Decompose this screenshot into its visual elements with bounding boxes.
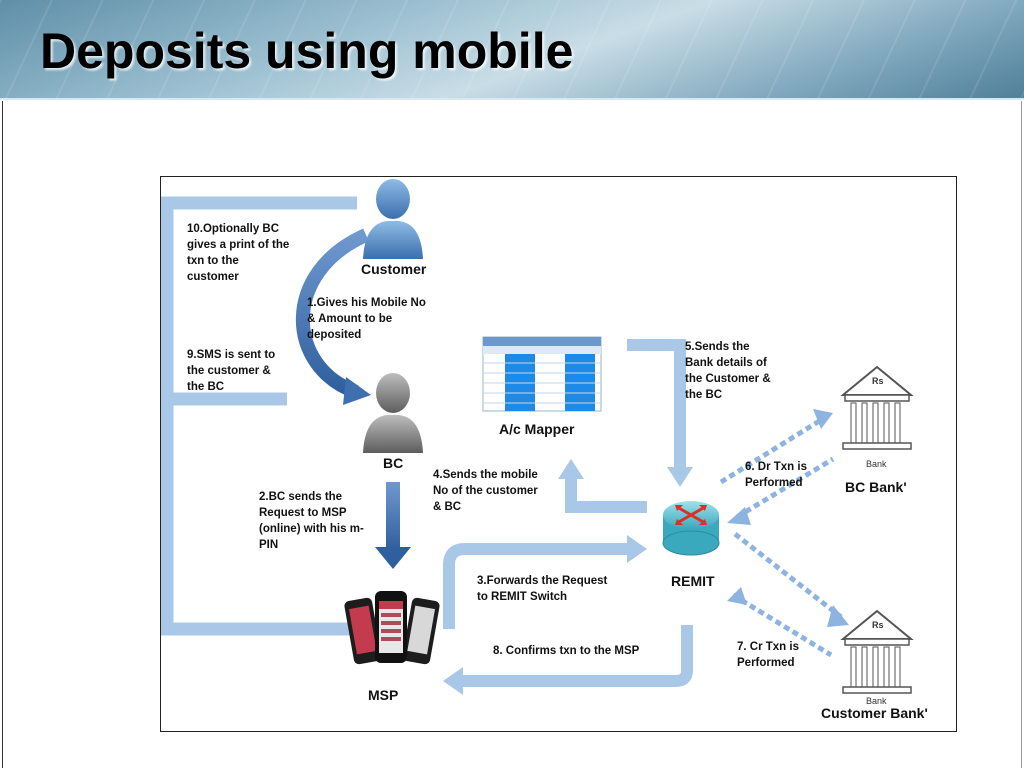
step-5-label: 5.Sends the Bank details of the Customer… — [685, 341, 771, 401]
arrow-remit-to-msp — [443, 625, 693, 695]
bc-label: BC — [383, 455, 404, 471]
step-3-label: 3.Forwards the Request to REMIT Switch — [477, 575, 608, 603]
step-1-label: 1.Gives his Mobile No & Amount to be dep… — [307, 297, 426, 341]
step-9-label: 9.SMS is sent to the customer & the BC — [187, 349, 276, 393]
step-6-label: 6. Dr Txn is Performed — [745, 461, 807, 489]
header-divider — [0, 98, 1024, 100]
header-texture — [0, 0, 1024, 100]
diagram-canvas — [161, 179, 914, 695]
step-8-label: 8. Confirms txn to the MSP — [493, 645, 640, 657]
customer-icon — [363, 179, 423, 259]
remit-label: REMIT — [671, 573, 715, 589]
loop-arrow-left — [161, 196, 357, 636]
step-4-label: 4.Sends the mobile No of the customer & … — [433, 469, 538, 513]
slide-header: Deposits using mobile — [0, 0, 1024, 100]
msp-label: MSP — [368, 687, 399, 703]
bc-person-icon — [363, 373, 423, 453]
bc-bank-rs-label: Rs — [872, 376, 884, 386]
arrow-bc-to-msp — [375, 482, 411, 569]
dotted-arrow-bc-bank — [719, 409, 835, 525]
msp-phones-icon — [344, 591, 440, 665]
arrow-customer-to-bc — [295, 228, 371, 405]
arrow-msp-to-remit — [443, 535, 647, 629]
dotted-arrow-customer-bank — [727, 532, 849, 658]
remit-router-icon — [662, 501, 720, 556]
flow-diagram: Customer BC MSP REMIT A/c Mapper BC Bank… — [160, 176, 957, 732]
bc-bank-label: BC Bank' — [845, 479, 907, 495]
mapper-table-icon — [482, 336, 602, 412]
arrow-remit-to-mapper — [558, 459, 647, 513]
customer-bank-rs-label: Rs — [872, 620, 884, 630]
step-10-label: 10.Optionally BC gives a print of the tx… — [187, 223, 290, 283]
customer-bank-small-label: Bank — [866, 696, 887, 706]
bc-bank-icon — [840, 365, 914, 450]
customer-label: Customer — [361, 261, 427, 277]
customer-bank-icon — [840, 609, 914, 694]
customer-bank-label: Customer Bank' — [821, 705, 928, 721]
mapper-label: A/c Mapper — [499, 421, 575, 437]
arrow-mapper-to-remit — [627, 339, 693, 487]
bc-bank-small-label: Bank — [866, 459, 887, 469]
step-7-label: 7. Cr Txn is Performed — [737, 641, 799, 669]
step-2-label: 2.BC sends the Request to MSP (online) w… — [259, 491, 364, 551]
page-title: Deposits using mobile — [40, 23, 574, 79]
